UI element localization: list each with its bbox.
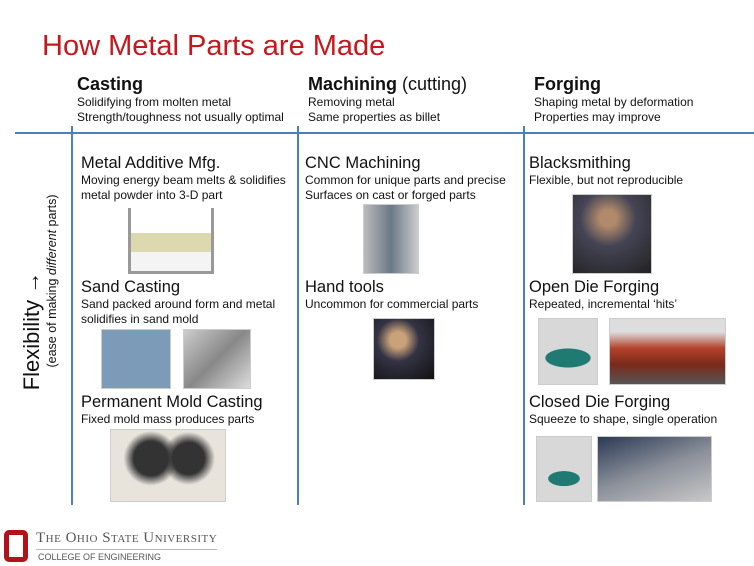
permanent-mold-image	[110, 429, 226, 502]
cast-parts-image	[183, 329, 251, 389]
flexibility-axis-label: Flexibility →	[19, 271, 44, 391]
blacksmith-image	[572, 194, 652, 274]
osu-logo-icon	[4, 530, 28, 562]
university-name: The Ohio State University	[36, 530, 218, 550]
open-die-photo	[609, 318, 726, 385]
sand-mold-image	[101, 329, 171, 389]
hand-tools-image	[373, 318, 435, 380]
closed-die-diagram	[536, 436, 592, 502]
open-die-diagram	[538, 318, 598, 385]
flexibility-axis-sublabel: (ease of making different parts)	[45, 194, 59, 368]
column-divider	[523, 126, 525, 505]
additive-diagram-image	[128, 208, 214, 274]
closed-die-photo	[597, 436, 712, 502]
column-divider	[71, 126, 73, 505]
item-metal-additive: Metal Additive Mfg.Moving energy beam me…	[81, 154, 286, 202]
college-name: COLLEGE OF ENGINEERING	[38, 552, 162, 562]
column-divider	[297, 126, 299, 505]
slide-title: How Metal Parts are Made	[42, 30, 386, 62]
header-divider	[15, 132, 754, 134]
cnc-machine-image	[363, 204, 419, 274]
